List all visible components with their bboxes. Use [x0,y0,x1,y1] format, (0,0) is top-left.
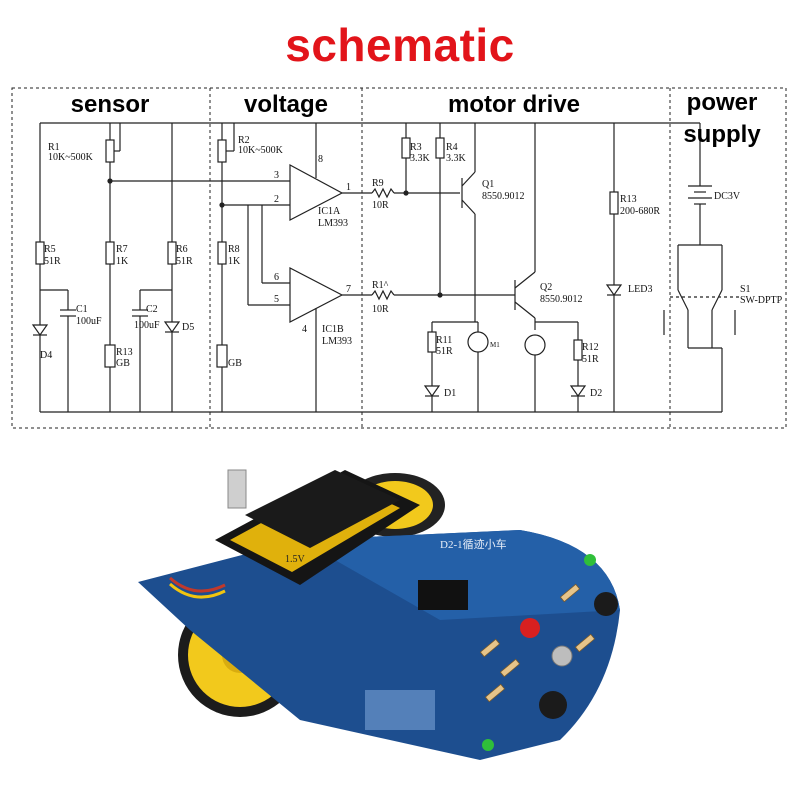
r10-value: 10R [372,304,389,315]
s1-value: SW-DPTP [740,295,783,306]
outer-frame [11,87,787,429]
r6-value: 51R [176,256,193,267]
r1-label: R1 [48,142,60,153]
c2-label: C2 [146,304,158,315]
r2-label: R2 [238,135,250,146]
q1-label: Q1 [482,179,494,190]
battery-label: DC3V [714,191,741,202]
r3-label: R3 [410,142,422,153]
r13-value: 200-680R [620,206,660,217]
led3-label: LED3 [628,284,652,295]
battery-label: 1.5V [285,554,306,565]
d4-label: D4 [40,350,52,361]
r8-label: R8 [228,244,240,255]
r12-label: R12 [582,342,599,353]
pin-4: 4 [302,324,307,335]
ldr2-value: GB [228,358,242,369]
green-led [584,554,596,566]
d5-label: D5 [182,322,194,333]
page-title: schematic [285,19,515,71]
d1-label: D1 [444,388,456,399]
r13-label: R13 [620,194,637,205]
c1-label: C1 [76,304,88,315]
r10-label: R1^ [372,280,389,291]
robot-car-photo: D2-1循迹小车 1.5V [138,469,620,760]
c1-value: 100uF [76,316,102,327]
green-led-2 [482,739,494,751]
pin-3: 3 [274,170,279,181]
power-switch [227,469,247,509]
r7-label: R7 [116,244,128,255]
pin-8: 8 [318,154,323,165]
q2-value: 8550.9012 [540,294,583,305]
r8-value: 1K [228,256,241,267]
board-label: D2-1循迹小车 [440,537,507,551]
r9-value: 10R [372,200,389,211]
c2-value: 100uF [134,320,160,331]
d2-label: D2 [590,388,602,399]
pin-2: 2 [274,194,279,205]
capacitor-2 [539,691,567,719]
r7-value: 1K [116,256,129,267]
r1-value: 10K~500K [48,152,94,163]
schematic-diagram: sensor voltage motor drive power supply … [11,87,787,429]
ic1b-label: IC1B [322,324,344,335]
q2-label: Q2 [540,282,552,293]
section-motor-drive: motor drive [448,91,580,118]
m1-label: M1 [490,341,500,349]
ic1b-value: LM393 [322,336,352,347]
r11-value: 51R [436,346,453,357]
s1-label: S1 [740,284,751,295]
pin-5: 5 [274,294,279,305]
ic1a-label: IC1A [318,206,341,217]
r4-value: 3.3K [446,153,467,164]
r3-value: 3.3K [410,153,431,164]
ic1a-value: LM393 [318,218,348,229]
r6-label: R6 [176,244,188,255]
section-sensor: sensor [71,91,150,118]
red-led [520,618,540,638]
pin-1: 1 [346,182,351,193]
pin-6: 6 [274,272,279,283]
q1-value: 8550.9012 [482,191,525,202]
r12-value: 51R [582,354,599,365]
pin-7: 7 [346,284,351,295]
r9-label: R9 [372,178,384,189]
section-supply: supply [683,121,761,148]
section-power: power [687,89,758,116]
r4-label: R4 [446,142,458,153]
ic-chip [418,580,468,610]
r11-label: R11 [436,335,452,346]
ldr1-label: R13 [116,347,133,358]
ldr1-value: GB [116,358,130,369]
r2-value: 10K~500K [238,145,284,156]
r5-value: 51R [44,256,61,267]
capacitor-1 [594,592,618,616]
r5-label: R5 [44,244,56,255]
section-voltage: voltage [244,91,328,118]
